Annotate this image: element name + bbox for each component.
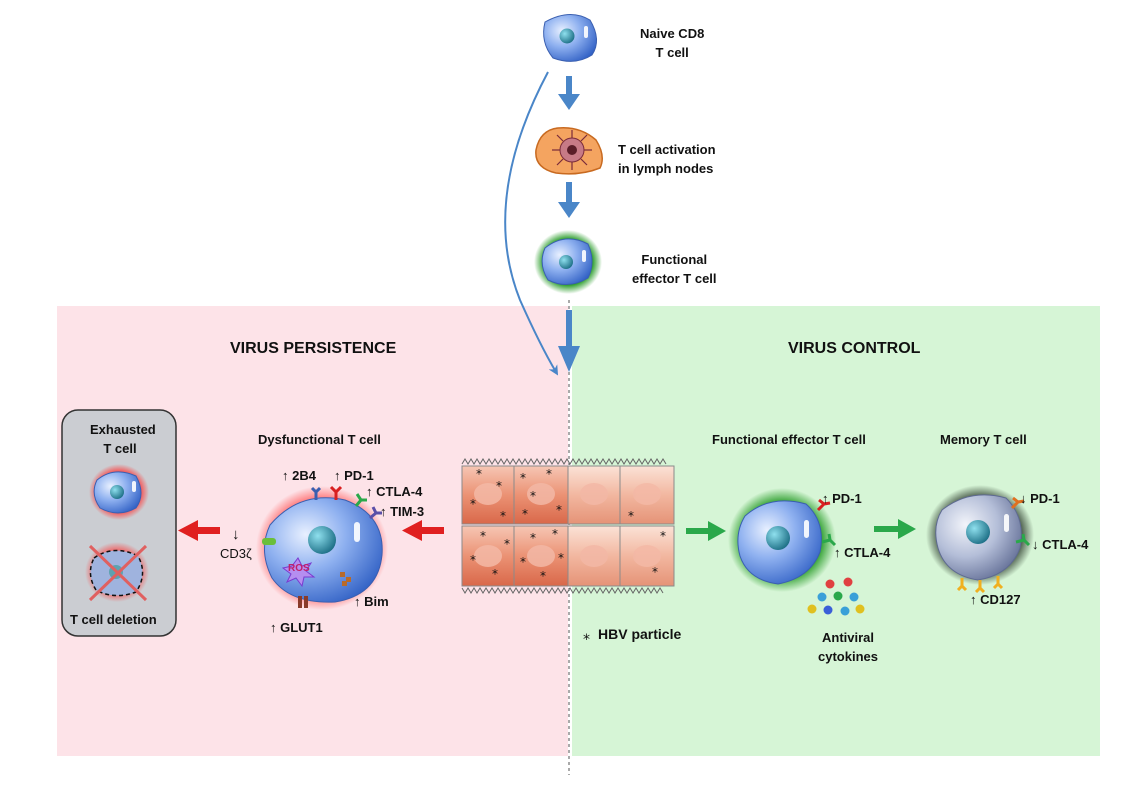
marker-glut1: ↑ GLUT1 [270, 620, 323, 635]
dendritic-cell-icon [535, 127, 603, 175]
svg-text:*: * [476, 467, 482, 481]
marker-bim: ↑ Bim [354, 594, 389, 609]
bypass-curved-arrow [504, 71, 559, 376]
label-naive-cd8: Naive CD8 T cell [640, 26, 705, 60]
svg-text:*: * [530, 531, 536, 545]
svg-text:*: * [496, 479, 502, 493]
flow-arrow-1 [558, 76, 580, 110]
label-antiviral-cytokines: Antiviral cytokines [818, 630, 878, 664]
deleted-t-cell-icon [85, 542, 149, 602]
marker-cd127: ↑ CD127 [970, 592, 1021, 607]
svg-text:*: * [660, 529, 666, 543]
naive-t-cell-icon [543, 14, 597, 62]
svg-text:*: * [530, 489, 536, 503]
svg-text:*: * [556, 503, 562, 517]
svg-text:*: * [470, 553, 476, 567]
green-arrow-to-effector [686, 521, 726, 541]
flow-arrow-2 [558, 182, 580, 218]
svg-text:*: * [520, 555, 526, 569]
svg-text:*: * [522, 507, 528, 521]
svg-text:*: * [628, 509, 634, 523]
flow-arrow-3 [558, 310, 580, 372]
effector-t-cell-icon [728, 488, 837, 592]
marker-cd3-zeta: CD3ζ [220, 546, 252, 561]
hbv-particle-star-icon: * [583, 632, 590, 648]
exhausted-t-cell-icon [89, 464, 149, 520]
marker-ctla4-memory: ↓ CTLA-4 [1032, 537, 1089, 552]
svg-text:*: * [652, 565, 658, 579]
legend-hbv-particle: HBV particle [598, 626, 682, 642]
label-dysfunctional-t-cell: Dysfunctional T cell [258, 432, 381, 447]
svg-text:*: * [520, 471, 526, 485]
svg-text:*: * [552, 527, 558, 541]
svg-text:*: * [470, 497, 476, 511]
svg-text:*: * [546, 467, 552, 481]
label-t-cell-activation: T cell activation in lymph nodes [618, 142, 716, 176]
liver-hepatocytes: **** ***** **** ***** *** [461, 458, 675, 594]
label-functional-effector-top: Functional effector T cell [632, 252, 717, 286]
label-t-cell-deletion: T cell deletion [70, 612, 157, 627]
ros-label: ROS [288, 563, 310, 574]
svg-text:*: * [540, 569, 546, 583]
cd3-down-arrow: ↓ [232, 526, 240, 543]
marker-pd1-effector: ↑ PD-1 [822, 491, 862, 506]
svg-text:*: * [500, 509, 506, 523]
svg-text:*: * [504, 537, 510, 551]
red-arrow-to-dysfunctional [402, 520, 444, 541]
dysfunctional-t-cell-icon [256, 485, 388, 610]
functional-effector-cell-icon [534, 230, 602, 294]
svg-text:*: * [480, 529, 486, 543]
marker-pd1-dysfunctional: ↑ PD-1 [334, 468, 374, 483]
marker-pd1-memory: ↓ PD-1 [1020, 491, 1060, 506]
label-memory-t-cell: Memory T cell [940, 432, 1027, 447]
svg-text:*: * [492, 567, 498, 581]
red-arrow-to-exhausted [178, 520, 220, 541]
svg-text:*: * [558, 551, 564, 565]
memory-t-cell-icon [926, 485, 1034, 594]
title-virus-control: VIRUS CONTROL [788, 340, 921, 357]
marker-tim3: ↑ TIM-3 [380, 504, 425, 519]
label-exhausted-t-cell: Exhausted T cell [90, 422, 156, 456]
marker-2b4: ↑ 2B4 [282, 468, 316, 483]
label-functional-effector-right: Functional effector T cell [712, 432, 866, 447]
cytokine-dots [807, 577, 865, 616]
marker-ctla4-effector: ↑ CTLA-4 [834, 545, 891, 560]
green-arrow-to-memory [874, 519, 916, 539]
marker-ctla4-dysfunctional: ↑ CTLA-4 [366, 484, 423, 499]
title-virus-persistence: VIRUS PERSISTENCE [230, 340, 397, 357]
